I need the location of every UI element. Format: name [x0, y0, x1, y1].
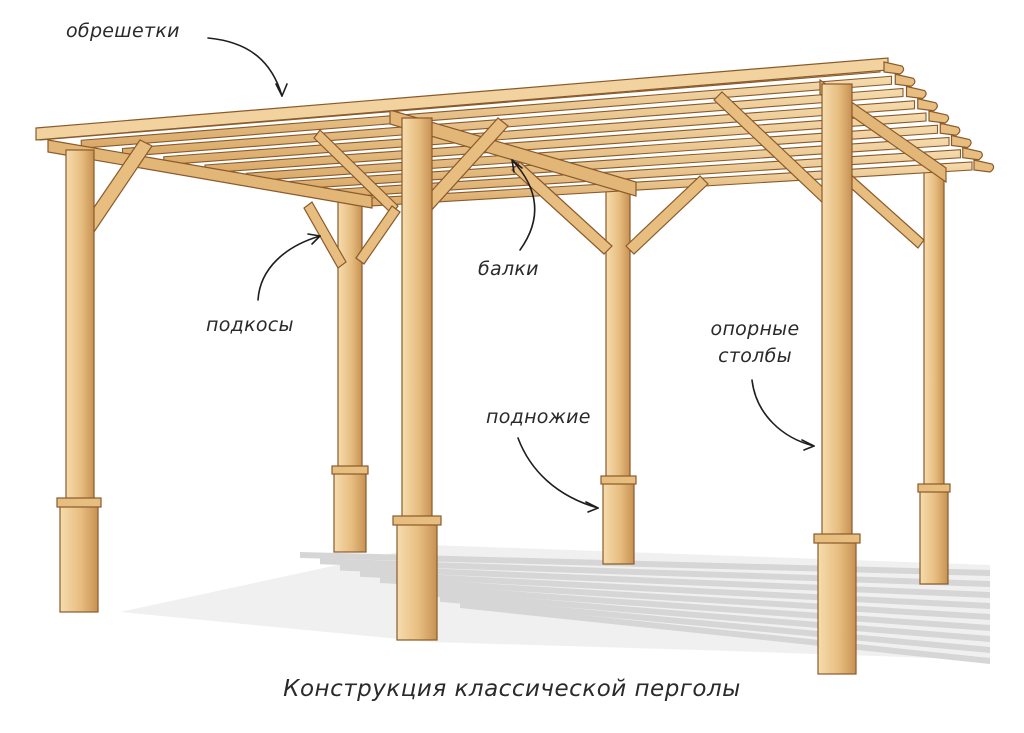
slat-end	[917, 98, 938, 112]
arrow-braces	[257, 235, 321, 301]
arrow-beams	[511, 159, 536, 251]
label-base: подножие	[486, 406, 591, 428]
braces	[81, 91, 925, 269]
slat-end	[894, 73, 916, 87]
diagram-caption: Конструкция классической перголы	[283, 676, 741, 702]
annotation-arrows	[207, 37, 815, 513]
arrow-posts	[751, 379, 815, 447]
slat-end	[905, 85, 927, 100]
beams	[35, 57, 995, 209]
ground-shadow	[120, 545, 990, 664]
label-braces: подкосы	[206, 314, 294, 336]
slat-end	[973, 159, 995, 173]
slat-end	[962, 147, 983, 161]
label-beams: балки	[478, 258, 539, 280]
back-posts	[331, 169, 951, 585]
slat-end	[883, 61, 905, 75]
front-posts	[56, 83, 861, 675]
arrow-base	[517, 437, 599, 509]
label-posts-line1: опорные	[710, 318, 800, 340]
shadow-stripe	[460, 602, 990, 664]
slat-end	[928, 110, 950, 124]
label-slats: обрешетки	[66, 20, 180, 42]
label-posts-line2: столбы	[718, 345, 792, 367]
slat-end	[950, 134, 972, 149]
arrow-slats	[207, 37, 283, 97]
slat-end	[939, 122, 961, 136]
